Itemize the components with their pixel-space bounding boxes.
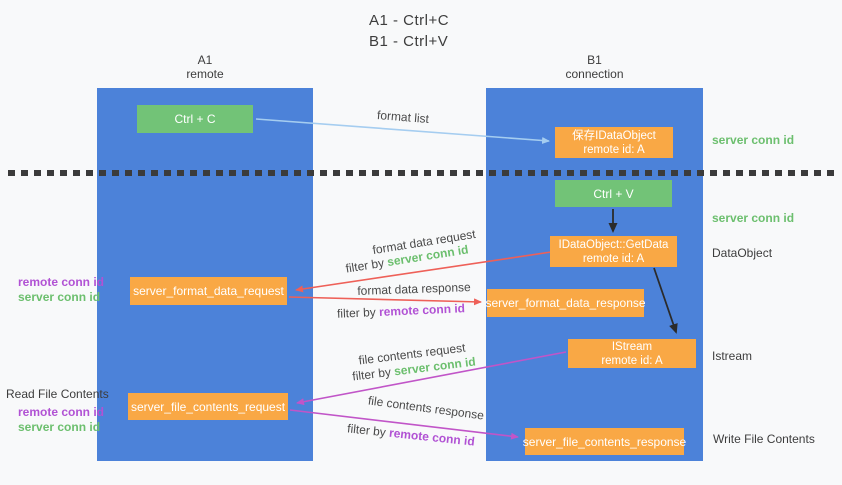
node-getdata-line2: remote id: A (582, 252, 645, 265)
node-istream-line1: IStream (611, 340, 653, 353)
filter-by-text: filter by (351, 364, 395, 384)
remote-conn-id-label-2: remote conn id (18, 405, 105, 419)
session-divider-dotted-line (8, 170, 836, 176)
lifeline-a1-subtitle: remote (186, 67, 224, 81)
node-ctrl-v-label: Ctrl + V (593, 186, 634, 201)
title-line-2: B1 - Ctrl+V (369, 33, 449, 50)
remote-conn-id-label-1: remote conn id (18, 275, 105, 289)
node-server-file-contents-request: server_file_contents_request (128, 393, 288, 420)
write-file-contents-label: Write File Contents (713, 432, 815, 446)
server-conn-id-label-2: server conn id (18, 420, 101, 434)
node-save-idataobject: 保存IDataObject remote id: A (555, 127, 673, 158)
node-format-response-label: server_format_data_response (485, 296, 646, 310)
node-ctrl-c-label: Ctrl + C (174, 112, 216, 126)
file-contents-response-filter-label: filter by remote conn id (347, 421, 476, 448)
lifeline-b1-subtitle: connection (565, 67, 624, 81)
filter-by-text: filter by (336, 304, 380, 321)
filter-by-text: filter by (346, 421, 390, 440)
node-format-request-label: server_format_data_request (133, 284, 284, 298)
server-conn-id-label-1: server conn id (18, 290, 101, 304)
server-conn-id-label-mid: server conn id (712, 211, 795, 225)
filter-by-text: filter by (344, 255, 389, 276)
node-file-request-label: server_file_contents_request (130, 399, 286, 414)
lifeline-header-a1: A1 remote (97, 53, 313, 81)
node-getdata-line1: IDataObject::GetData (558, 238, 669, 251)
node-save-idataobject-line2: remote id: A (583, 143, 645, 156)
node-save-idataobject-line1: 保存IDataObject (572, 129, 656, 142)
node-file-response-label: server_file_contents_response (522, 434, 687, 449)
file-contents-response-label: file contents response (367, 393, 485, 423)
node-idataobject-getdata: IDataObject::GetData remote id: A (550, 236, 677, 267)
lifeline-a1-name: A1 (197, 53, 213, 67)
remote-conn-id-text: remote conn id (388, 425, 476, 449)
node-ctrl-v: Ctrl + V (555, 180, 672, 207)
lifeline-header-b1: B1 connection (486, 53, 703, 81)
node-server-format-data-response: server_format_data_response (485, 289, 646, 317)
lifeline-b1-name: B1 (587, 53, 602, 67)
format-data-response-filter-label: filter by remote conn id (337, 301, 466, 321)
title-line-1: A1 - Ctrl+C (369, 12, 450, 29)
node-server-format-data-request: server_format_data_request (130, 277, 287, 305)
dataobject-label: DataObject (712, 246, 773, 260)
format-data-response-label: format data response (357, 280, 471, 298)
node-istream: IStream remote id: A (568, 339, 696, 368)
node-ctrl-c: Ctrl + C (137, 105, 253, 133)
remote-conn-id-text: remote conn id (378, 301, 466, 319)
istream-label: Istream (712, 349, 753, 363)
read-file-contents-label: Read File Contents (6, 387, 109, 401)
node-istream-line2: remote id: A (601, 354, 663, 367)
diagram-title: A1 - Ctrl+C B1 - Ctrl+V (369, 10, 449, 52)
node-server-file-contents-response: server_file_contents_response (522, 428, 687, 455)
server-conn-id-label-top: server conn id (712, 133, 795, 147)
format-list-label: format list (376, 107, 430, 127)
